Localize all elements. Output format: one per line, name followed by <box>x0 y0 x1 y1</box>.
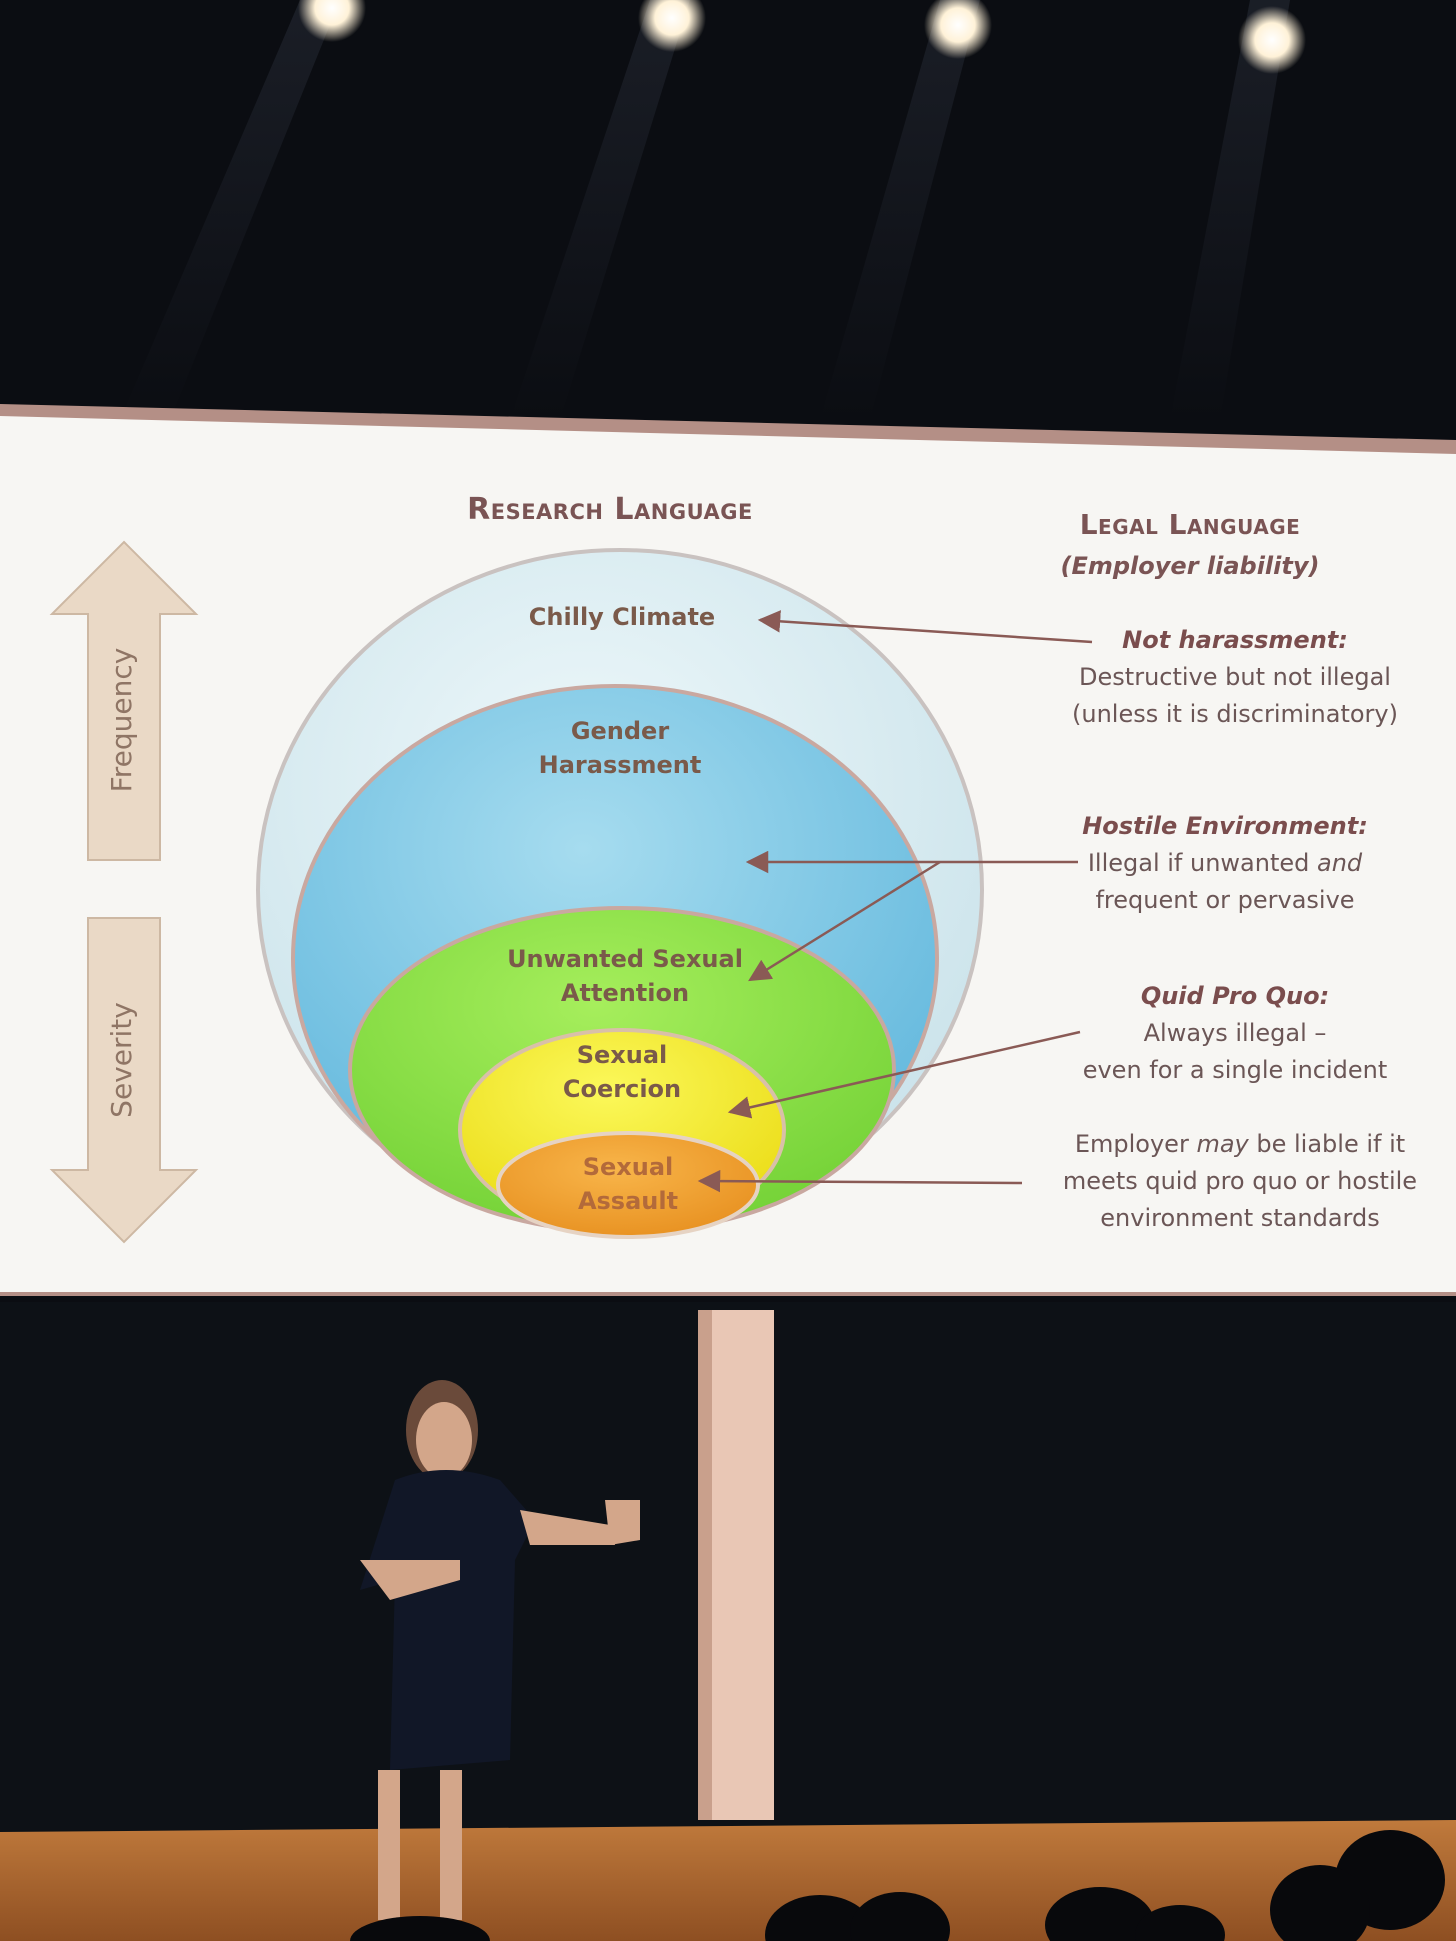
audience <box>350 1830 1445 1941</box>
iceberg-diagram <box>256 548 984 1239</box>
legal-hostile-environment: Hostile Environment: Illegal if unwanted… <box>1082 812 1368 914</box>
spotlight-icon <box>924 0 992 59</box>
light-beam <box>120 0 340 420</box>
label-sexual-coercion: Sexual Coercion <box>562 1041 682 1103</box>
legal-language-subheading: (Employer liability) <box>1060 552 1320 580</box>
research-language-heading: Research Language <box>467 492 753 527</box>
light-beam <box>820 0 980 420</box>
arrow-sexual-assault <box>697 1169 1023 1193</box>
spotlight-icon <box>298 0 366 42</box>
severity-arrow-icon <box>49 917 199 1244</box>
spotlight-icon <box>1238 6 1306 74</box>
legal-quid-pro-quo: Quid Pro Quo: Always illegal – even for … <box>1082 982 1388 1084</box>
legal-language-heading: Legal Language <box>1079 508 1301 541</box>
label-sexual-assault: Sexual Assault <box>577 1153 679 1215</box>
arrow-unwanted-attention <box>748 860 941 982</box>
label-gender-harassment: Gender Harassment <box>538 717 702 779</box>
presenter <box>360 1380 640 1920</box>
legal-not-harassment: Not harassment: Destructive but not ille… <box>1072 626 1398 728</box>
severity-label: Severity <box>105 1002 138 1118</box>
spotlight-icon <box>638 0 706 52</box>
frequency-label: Frequency <box>105 647 138 793</box>
label-unwanted-attention: Unwanted Sexual Attention <box>507 945 743 1007</box>
label-chilly-climate: Chilly Climate <box>528 603 716 631</box>
light-beam <box>1170 0 1290 420</box>
legal-connectors <box>697 610 1093 1193</box>
arrow-chilly-climate <box>757 610 1093 644</box>
stage-floor <box>0 1820 1456 1941</box>
frequency-arrow-icon <box>49 540 199 861</box>
level-sexual-assault <box>496 1131 760 1239</box>
light-beam <box>510 0 690 420</box>
legal-employer-liability: Employer may be liable if it meets quid … <box>1062 1130 1418 1232</box>
arrow-sexual-coercion <box>727 1030 1081 1119</box>
